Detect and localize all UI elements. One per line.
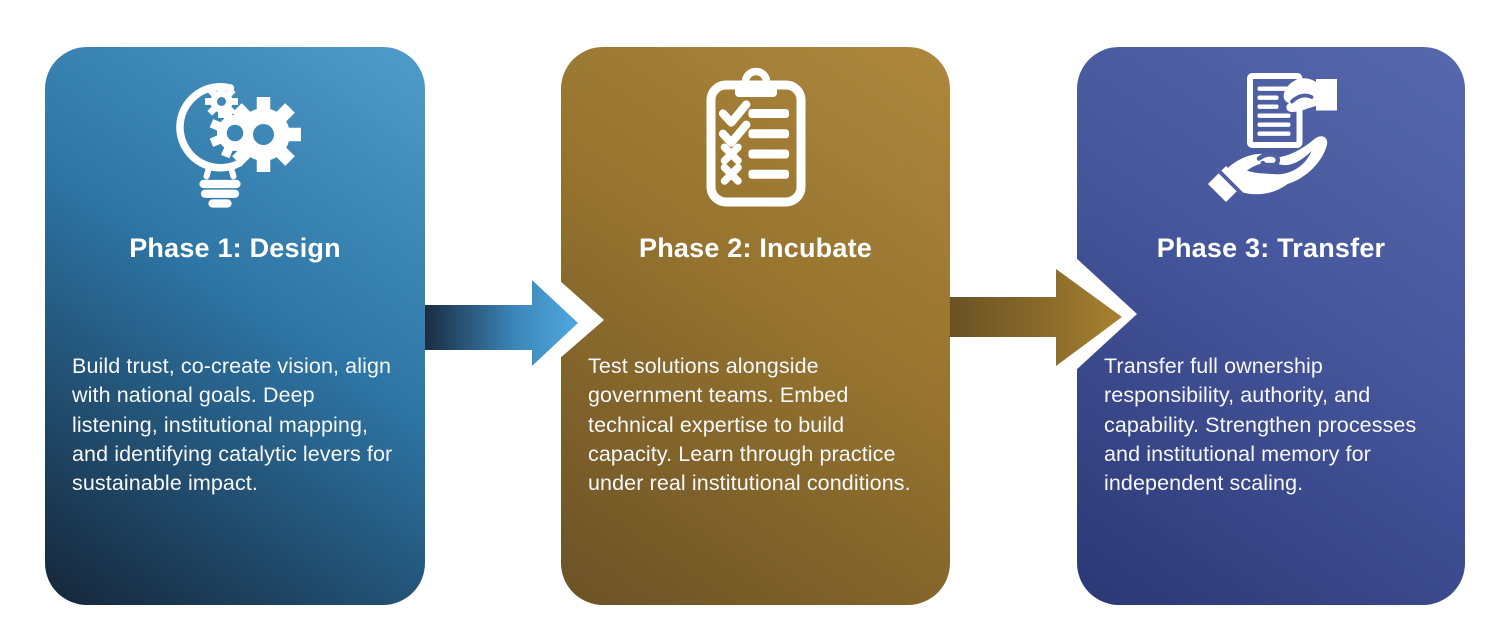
phase-1-icon-wrap <box>160 63 310 215</box>
phase-1-description: Build trust, co-create vision, align wit… <box>72 354 393 495</box>
arrow-right-1-icon <box>425 280 578 366</box>
phase-card-3: Phase 3: Transfer Transfer full ownershi… <box>1077 47 1465 605</box>
lightbulb-gears-icon <box>176 82 301 208</box>
phase-3-icon-wrap <box>1196 63 1346 215</box>
phase-card-1: Phase 1: Design Build trust, co-create v… <box>45 47 425 605</box>
phase-3-title: Phase 3: Transfer <box>1156 233 1386 263</box>
hand-document-icon <box>1207 73 1337 203</box>
phase-1-title: Phase 1: Design <box>129 233 341 263</box>
phase-2-description: Test solutions alongside government team… <box>588 354 911 495</box>
phase-2-icon-wrap <box>681 63 831 215</box>
phase-3-description: Transfer full ownership responsibility, … <box>1104 354 1417 495</box>
phase-card-2: Phase 2: Incubate Test solutions alongsi… <box>561 47 950 605</box>
clipboard-checklist-icon <box>706 67 805 207</box>
phase-2-title: Phase 2: Incubate <box>639 233 872 263</box>
